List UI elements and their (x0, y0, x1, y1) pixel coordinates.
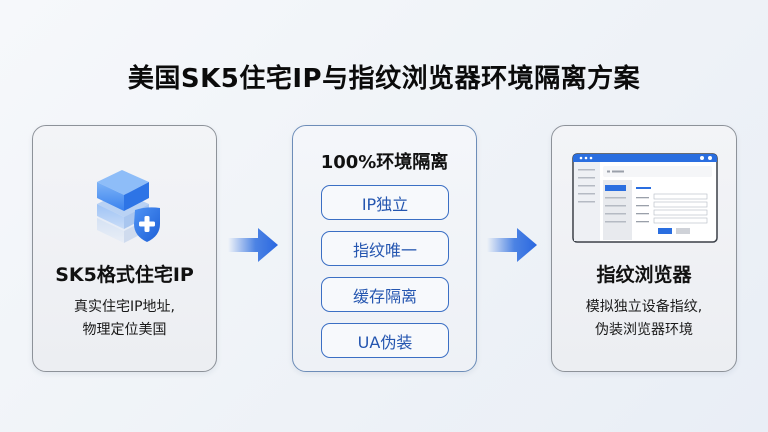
desc-line-2: 物理定位美国 (82, 322, 167, 338)
feature-cache-isolation: 缓存隔离 (321, 277, 449, 312)
card-fingerprint-browser: 指纹浏览器 模拟独立设备指纹, 伪装浏览器环境 (551, 125, 737, 372)
card-description: 真实住宅IP地址, 物理定位美国 (33, 296, 216, 342)
page-title: 美国SK5住宅IP与指纹浏览器环境隔离方案 (127, 64, 641, 94)
card-title: SK5格式住宅IP (55, 264, 194, 286)
card-description: 模拟独立设备指纹, 伪装浏览器环境 (552, 296, 736, 342)
feature-ip-independent: IP独立 (321, 185, 449, 220)
card-title: 指纹浏览器 (596, 264, 692, 286)
desc-line-2: 伪装浏览器环境 (595, 322, 693, 338)
desc-line-1: 模拟独立设备指纹, (585, 299, 703, 315)
feature-unique-fingerprint: 指纹唯一 (321, 231, 449, 266)
database-shield-icon (97, 170, 160, 243)
browser-window-icon (572, 153, 718, 243)
feature-ua-spoofing: UA伪装 (321, 323, 449, 358)
arrow-right-icon (487, 228, 537, 262)
desc-line-1: 真实住宅IP地址, (73, 299, 176, 315)
card-title: 100%环境隔离 (320, 152, 449, 173)
arrow-right-icon (228, 228, 278, 262)
card-residential-ip: SK5格式住宅IP 真实住宅IP地址, 物理定位美国 (32, 125, 217, 372)
card-environment-isolation: 100%环境隔离 IP独立 指纹唯一 缓存隔离 UA伪装 (292, 125, 477, 372)
